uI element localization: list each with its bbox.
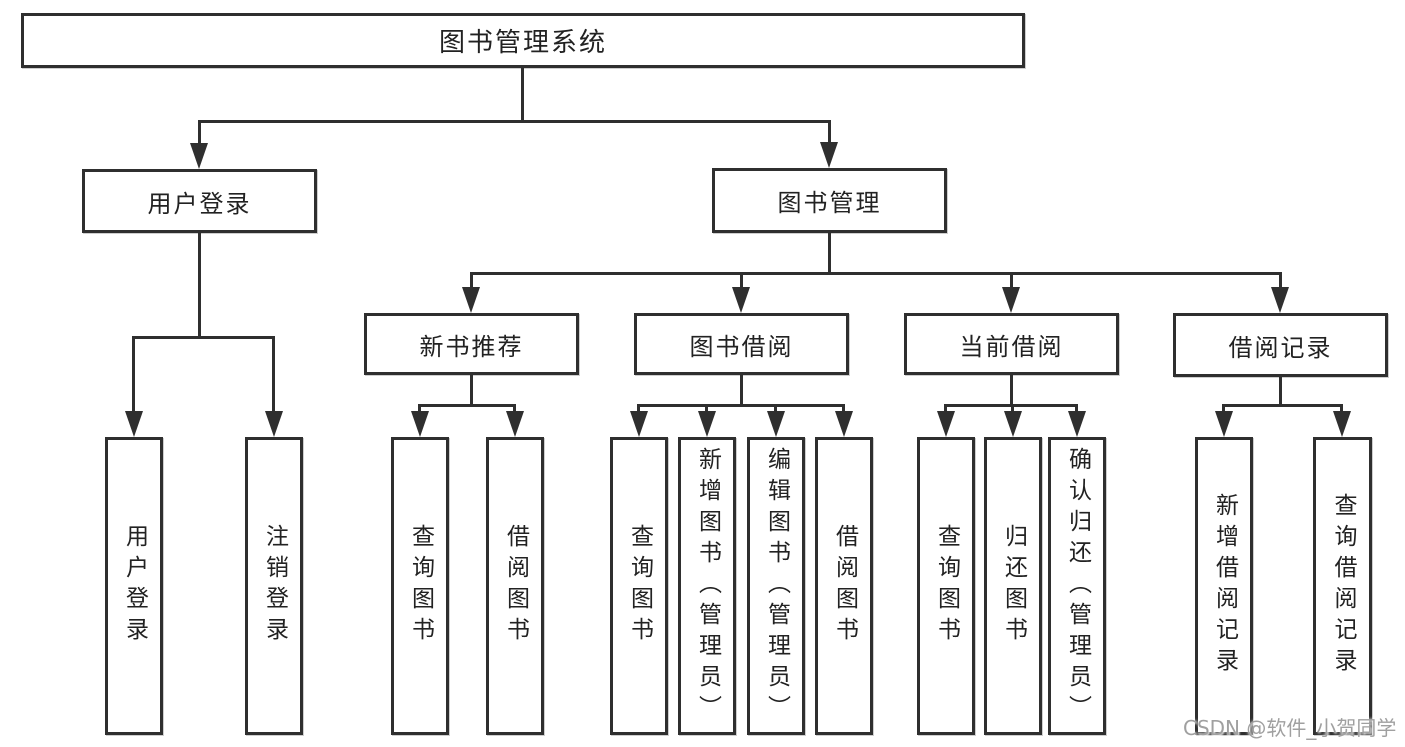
leaf-borrow-books-recommend: 借阅图书 [486, 437, 544, 735]
node-new-book-recommend: 新书推荐 [364, 313, 579, 375]
connector-line [198, 120, 201, 145]
connector-line [272, 336, 275, 413]
connector-line [470, 272, 1282, 275]
connector-line [470, 375, 473, 404]
connector-line [828, 120, 831, 144]
connector-line [198, 120, 830, 123]
connector-line [521, 68, 524, 120]
csdn-watermark: CSDN @软件_小贺同学 [1183, 716, 1397, 740]
connector-line [740, 375, 743, 404]
arrow-down-icon [1068, 411, 1086, 437]
leaf-logout: 注销登录 [245, 437, 303, 735]
arrow-down-icon [698, 411, 716, 437]
connector-line [637, 404, 640, 413]
connector-line [705, 404, 708, 413]
arrow-down-icon [190, 143, 208, 169]
arrow-down-icon [265, 411, 283, 437]
leaf-confirm-return-admin: 确认归还（管理员） [1048, 437, 1106, 735]
leaf-query-books-recommend: 查询图书 [391, 437, 449, 735]
arrow-down-icon [630, 411, 648, 437]
node-current-borrow: 当前借阅 [904, 313, 1119, 375]
connector-line [842, 404, 845, 413]
leaf-query-books-borrow: 查询图书 [610, 437, 668, 735]
arrow-down-icon [411, 411, 429, 437]
connector-line [828, 233, 831, 272]
arrow-down-icon [1215, 411, 1233, 437]
arrow-down-icon [125, 411, 143, 437]
connector-line [1279, 272, 1282, 289]
connector-line [1279, 377, 1282, 404]
connector-line [1010, 272, 1013, 289]
arrow-down-icon [1002, 287, 1020, 313]
leaf-query-books-current: 查询图书 [917, 437, 975, 735]
arrow-down-icon [835, 411, 853, 437]
leaf-edit-books-admin: 编辑图书（管理员） [747, 437, 805, 735]
connector-line [513, 404, 516, 413]
leaf-return-books: 归还图书 [984, 437, 1042, 735]
arrow-down-icon [1004, 411, 1022, 437]
connector-line [132, 336, 135, 413]
arrow-down-icon [1271, 287, 1289, 313]
connector-line [944, 404, 947, 413]
arrow-down-icon [937, 411, 955, 437]
connector-line [1222, 404, 1225, 413]
arrow-down-icon [767, 411, 785, 437]
node-book-borrow: 图书借阅 [634, 313, 849, 375]
connector-line [418, 404, 421, 413]
connector-line [132, 336, 275, 339]
connector-line [1222, 404, 1343, 407]
arrow-down-icon [506, 411, 524, 437]
connector-line [198, 233, 201, 336]
node-borrow-records: 借阅记录 [1173, 313, 1388, 377]
arrow-down-icon [732, 287, 750, 313]
connector-line [1340, 404, 1343, 413]
arrow-down-icon [1333, 411, 1351, 437]
node-root: 图书管理系统 [21, 13, 1025, 68]
connector-line [1011, 404, 1014, 413]
leaf-query-borrow-record: 查询借阅记录 [1313, 437, 1372, 735]
arrow-down-icon [820, 142, 838, 168]
connector-line [1075, 404, 1078, 413]
leaf-borrow-books: 借阅图书 [815, 437, 873, 735]
node-user-login: 用户登录 [82, 169, 317, 233]
node-book-management: 图书管理 [712, 168, 947, 233]
connector-line [740, 272, 743, 289]
connector-line [418, 404, 516, 407]
connector-line [1010, 375, 1013, 404]
connector-line [637, 404, 845, 407]
connector-line [470, 272, 473, 289]
connector-line [774, 404, 777, 413]
leaf-add-books-admin: 新增图书（管理员） [678, 437, 736, 735]
leaf-user-login: 用户登录 [105, 437, 163, 735]
leaf-add-borrow-record: 新增借阅记录 [1195, 437, 1253, 735]
arrow-down-icon [462, 287, 480, 313]
